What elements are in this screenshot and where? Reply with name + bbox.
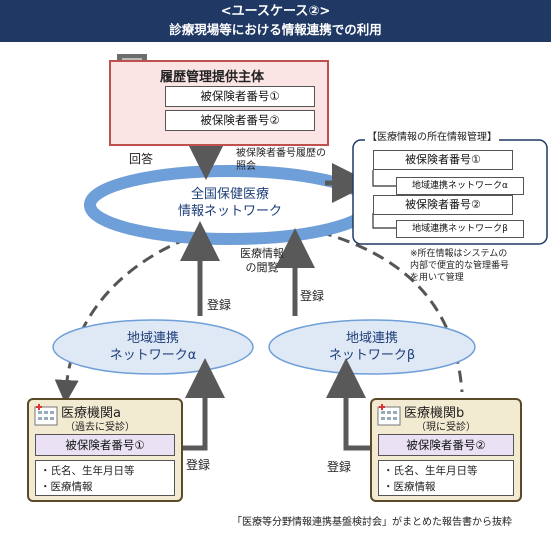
hospital-icon	[34, 404, 58, 426]
register-label-1: 登録	[207, 298, 232, 312]
institution-a-sub: （過去に受診）	[65, 422, 135, 433]
institution-b-item-2: ・医療情報	[383, 481, 436, 493]
location-note: ※所在情報はシステムの 内部で便宜的な管理番号 を用いて管理	[410, 249, 510, 283]
institution-b-info-box: ・氏名、生年月日等 ・医療情報	[378, 460, 514, 496]
medical-view-label: 医療情報 の閲覧	[240, 247, 284, 274]
region-alpha-label: 地域連携 ネットワークα	[109, 331, 197, 363]
institution-b-item-1: ・氏名、生年月日等	[383, 465, 478, 477]
answer-label: 回答	[129, 152, 154, 166]
provider-insurer-no-2: 被保険者番号②	[165, 110, 315, 131]
page-subtitle: 診療現場等における情報連携での利用	[169, 22, 382, 37]
institution-b-box: 医療機関b （現に受診） 被保険者番号② ・氏名、生年月日等 ・医療情報	[370, 398, 522, 502]
source-footnote: 「医療等分野情報連携基盤検討会」がまとめた報告書から抜粋	[232, 517, 512, 528]
institution-b-name: 医療機関b	[404, 406, 465, 421]
institution-a-box: 医療機関a （過去に受診） 被保険者番号① ・氏名、生年月日等 ・医療情報	[27, 398, 183, 502]
building-icon-anchor	[117, 54, 157, 102]
provider-insurer-no-1: 被保険者番号①	[165, 86, 315, 107]
register-arrow-a	[180, 358, 225, 451]
national-network-label: 全国保健医療 情報ネットワーク	[177, 187, 282, 219]
register-label-4: 登録	[327, 460, 352, 474]
hospital-icon	[377, 404, 401, 426]
institution-a-item-1: ・氏名、生年月日等	[40, 465, 135, 477]
history-query-label: 被保険者番号履歴の 照会	[236, 148, 326, 172]
institution-a-item-2: ・医療情報	[40, 481, 93, 493]
institution-a-info-box: ・氏名、生年月日等 ・医療情報	[35, 460, 175, 496]
register-arrow-b	[326, 358, 372, 451]
location-mgmt-title: 【医療情報の所在情報管理】	[365, 128, 499, 143]
provider-title: 履歴管理提供主体	[160, 70, 265, 85]
institution-b-sub: （現に受診）	[416, 422, 476, 433]
loc-insurer-no-2: 被保険者番号②	[373, 195, 513, 215]
institution-a-insurer-no: 被保険者番号①	[35, 434, 175, 456]
loc-network-beta: 地域連携ネットワークβ	[396, 220, 524, 238]
header-banner: <ユースケース②> 診療現場等における情報連携での利用	[0, 0, 551, 42]
region-beta-ellipse	[268, 319, 476, 375]
register-label-2: 登録	[300, 289, 325, 303]
dashed-link-a	[54, 230, 206, 404]
page-title: <ユースケース②>	[220, 4, 331, 19]
region-beta-label: 地域連携 ネットワークβ	[328, 331, 416, 363]
register-label-3: 登録	[186, 458, 211, 472]
loc-insurer-no-1: 被保険者番号①	[373, 150, 513, 170]
institution-a-name: 医療機関a	[61, 406, 121, 421]
loc-network-alpha: 地域連携ネットワークα	[396, 177, 524, 195]
institution-b-insurer-no: 被保険者番号②	[378, 434, 514, 456]
